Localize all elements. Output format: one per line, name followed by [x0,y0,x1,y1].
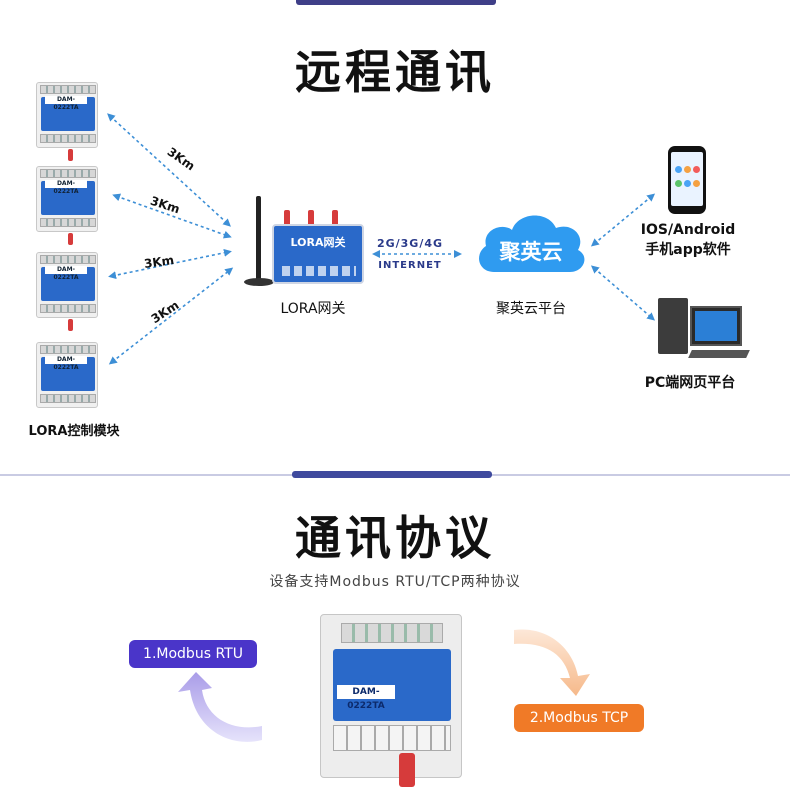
smartphone-icon [668,146,706,214]
monitor-icon [690,306,742,346]
phone-caption-line1: IOS/Android [640,222,736,238]
modbus-rtu-badge: 1.Modbus RTU [129,640,257,668]
gateway-antenna-red [284,210,290,226]
section-divider-accent [292,471,492,478]
pc-caption: PC端网页平台 [644,375,736,391]
device-label: DAM-0222TA [337,685,395,711]
cloud-icon [479,215,585,272]
internet-label: INTERNET [378,260,442,271]
protocol-title: 通讯协议 [295,511,495,565]
module-caption: LORA控制模块 [28,424,120,439]
remote-communication-title: 远程通讯 [295,45,495,99]
protocol-subtitle: 设备支持Modbus RTU/TCP两种协议 [269,574,521,590]
gateway-antenna [256,196,261,282]
phone-caption-line2: 手机app软件 [645,242,731,258]
gateway-antenna-red [332,210,338,226]
link-cloud-pc [590,265,656,321]
top-accent-bar [296,0,496,5]
lora-control-module: DAM-0222TA [36,166,98,245]
gateway-device-text: LORA网关 [290,236,346,249]
lora-control-module: DAM-0222TA [36,82,98,161]
keyboard-icon [688,350,750,358]
module-label: DAM-0222TA [45,96,87,111]
desktop-computer-icon [658,298,688,354]
module-label: DAM-0222TA [45,356,87,371]
module-label: DAM-0222TA [45,266,87,281]
link-module2-gateway [112,193,232,239]
lora-control-module: DAM-0222TA [36,342,98,408]
dam-device-module: DAM-0222TA [320,614,462,787]
link-cloud-phone [590,193,656,247]
protocol-arrows [178,629,590,742]
lora-control-module: DAM-0222TA [36,252,98,331]
module-label: DAM-0222TA [45,180,87,195]
arrow-to-rtu [178,672,262,742]
lora-gateway-device: LORA网关 [272,224,364,284]
cloud-caption: 聚英云平台 [496,301,566,317]
gateway-antenna-red [308,210,314,226]
connection-arrows [107,113,656,365]
link-module4-gateway [108,267,234,365]
gateway-antenna-base [244,278,274,286]
network-type-label: 2G/3G/4G [376,237,444,250]
modbus-tcp-badge: 2.Modbus TCP [514,704,644,732]
cloud-label: 聚英云 [499,240,563,264]
arrow-to-tcp [514,629,590,696]
gateway-caption: LORA网关 [280,301,346,317]
